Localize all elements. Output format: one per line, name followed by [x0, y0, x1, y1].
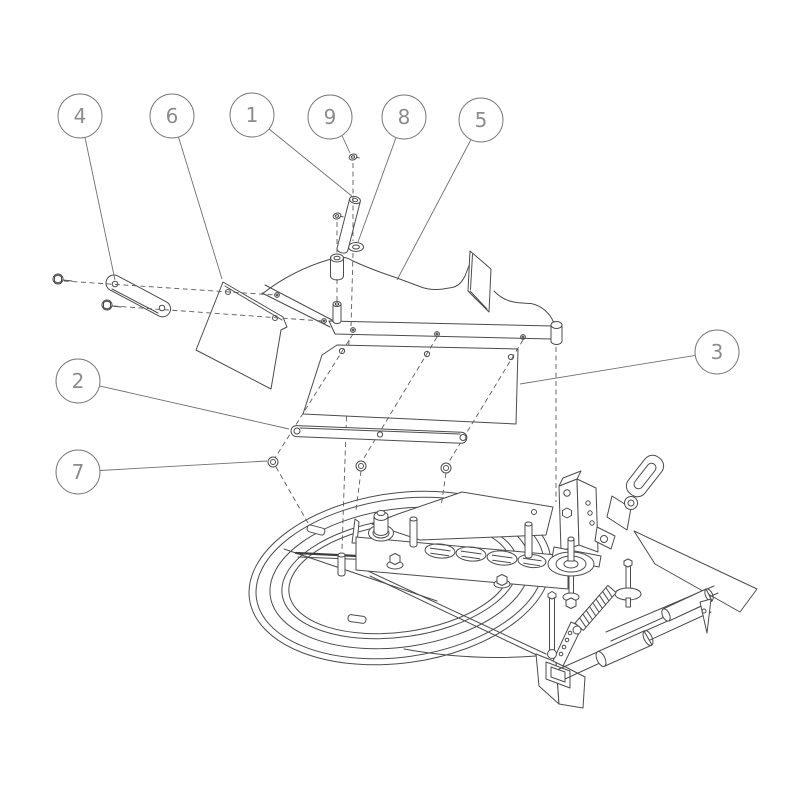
tension-spring [572, 584, 617, 635]
deck-assembly [248, 454, 758, 709]
callout-label: 2 [72, 369, 85, 393]
rail-end-fin [699, 598, 712, 634]
callout-8: 8 [357, 94, 427, 243]
deck-pin [337, 552, 346, 577]
roller [595, 630, 654, 667]
callout-label: 8 [398, 105, 411, 129]
callout-9: 9 [307, 94, 353, 154]
callout-3: 3 [519, 329, 740, 385]
callouts: 4 6 1 9 8 5 3 [55, 92, 740, 495]
part-spacer [330, 253, 344, 281]
callout-label: 7 [72, 460, 85, 484]
part-washer [348, 242, 364, 252]
front-lip [367, 570, 547, 655]
part-e-clip [348, 153, 360, 161]
screw-axes [275, 466, 447, 524]
part-strap-link [52, 273, 172, 318]
callout-2: 2 [55, 358, 290, 430]
alignment-axis-group [274, 333, 524, 466]
callout-7: 7 [55, 449, 268, 495]
callout-label: 5 [475, 108, 488, 132]
height-bracket [551, 470, 602, 568]
front-lip [369, 575, 544, 659]
vertical-rod [547, 591, 557, 659]
roller [661, 588, 714, 622]
callout-label: 9 [324, 105, 337, 129]
spindle-arm-bar [355, 536, 569, 590]
part-baffle-plate [302, 344, 519, 425]
deck-pin [409, 516, 418, 548]
ring-tab [347, 614, 367, 624]
adjuster-stud [614, 558, 642, 608]
right-wing-plate [633, 530, 758, 613]
pin-axes [336, 163, 557, 502]
callout-1: 1 [229, 92, 354, 198]
left-spindle [368, 510, 394, 542]
part-cover [261, 250, 563, 345]
hex-screw [101, 299, 122, 311]
callout-label: 3 [711, 340, 724, 364]
part-deflector-plate [195, 281, 288, 390]
ring-tab [306, 524, 326, 536]
callout-4: 4 [57, 93, 116, 281]
callout-6: 6 [149, 93, 223, 280]
horizontal-axes [63, 280, 323, 322]
callout-label: 1 [246, 103, 259, 127]
deck-skirt-curve [403, 648, 537, 658]
callout-label: 4 [74, 104, 87, 128]
cover-fin [467, 250, 492, 313]
right-spindle [547, 536, 595, 609]
part-mounting-strip [290, 425, 468, 444]
cover-standoff [332, 301, 342, 324]
hex-screw [52, 273, 73, 285]
callout-label: 6 [166, 104, 179, 128]
frame-rails [558, 585, 719, 680]
part-screws [267, 456, 452, 474]
part-e-clip [332, 212, 344, 220]
callout-5: 5 [396, 97, 504, 281]
lift-lever [594, 454, 665, 550]
deck-pin [524, 521, 533, 559]
